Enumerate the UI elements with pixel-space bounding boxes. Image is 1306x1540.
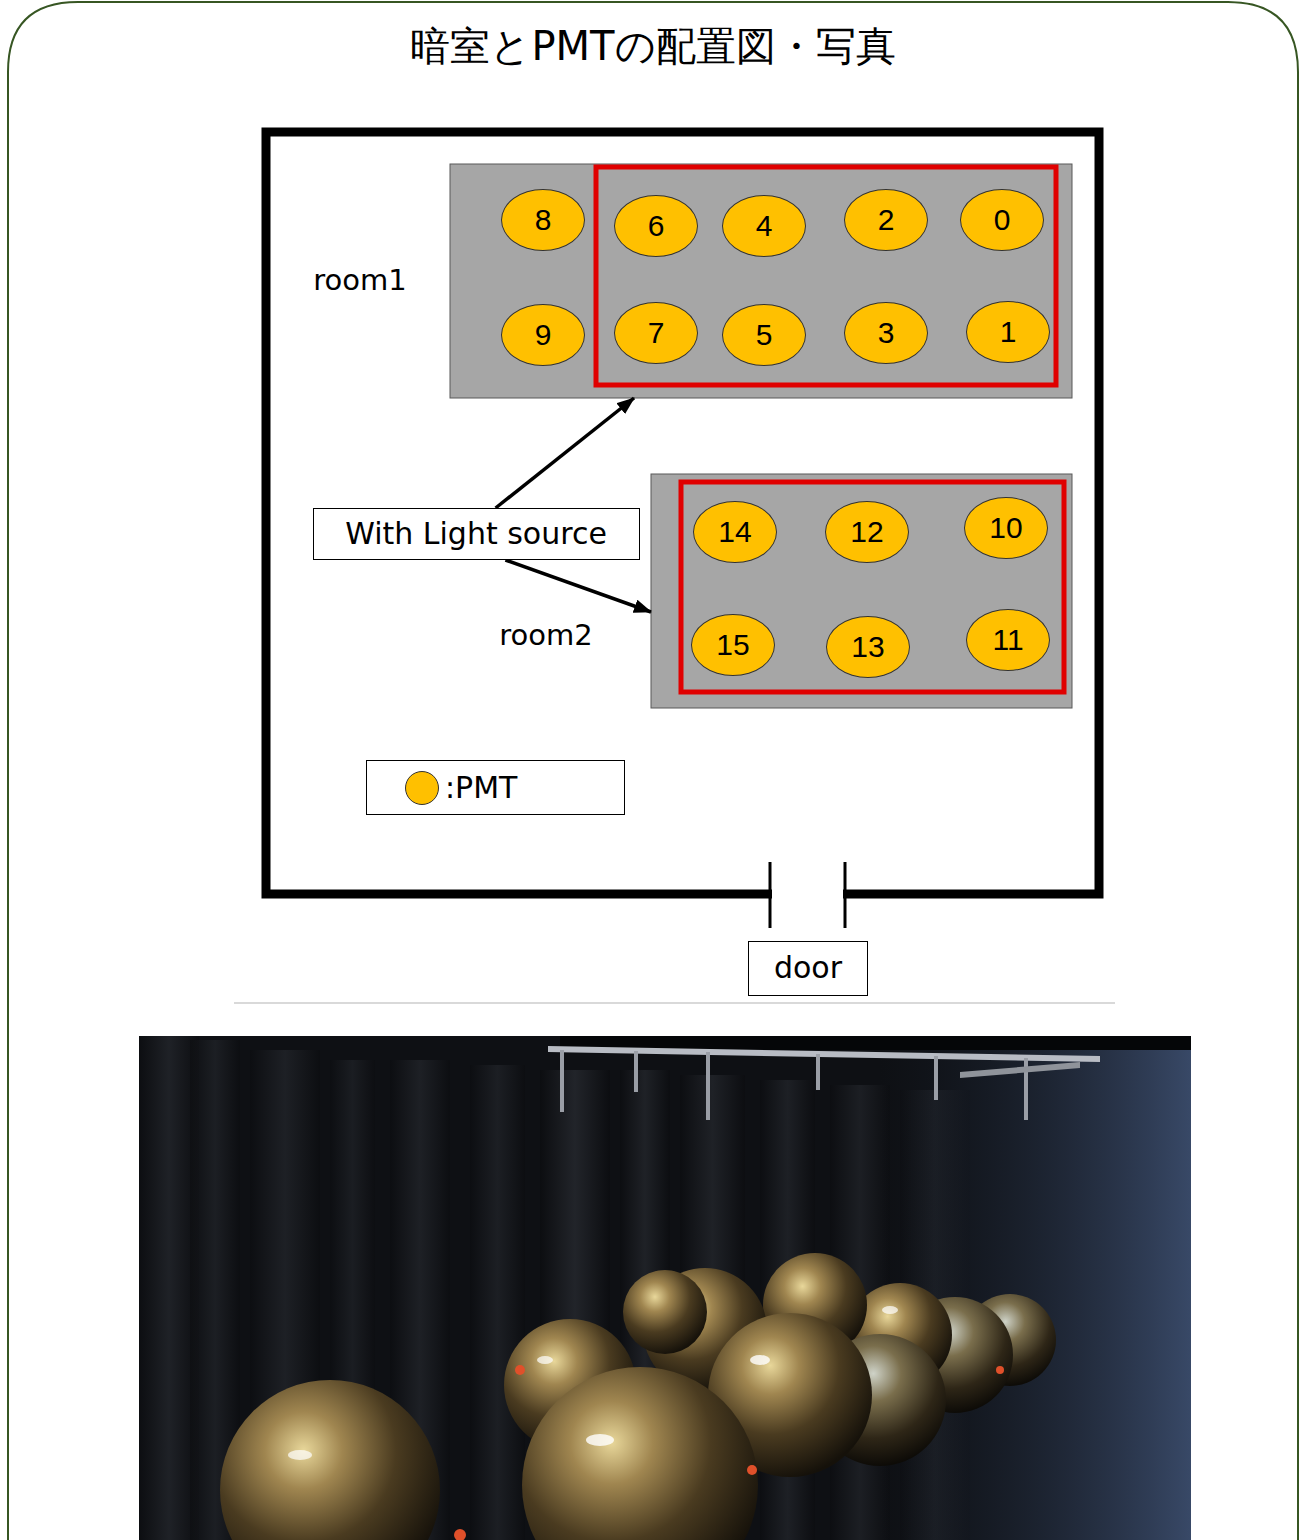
door-jamb <box>769 862 772 928</box>
room2-panel <box>651 474 1072 708</box>
pmt-number: 8 <box>535 205 552 235</box>
pmt-number: 2 <box>878 205 895 235</box>
pmt-number: 10 <box>989 513 1022 543</box>
pmt-circle: 6 <box>614 195 698 257</box>
pmt-circle: 2 <box>844 189 928 251</box>
pmt-circle: 8 <box>501 189 585 251</box>
light-source-frame <box>596 167 1056 385</box>
box-label: door <box>774 950 842 986</box>
pmt-number: 5 <box>756 320 773 350</box>
room-label: room1 <box>313 263 406 298</box>
pmt-circle: 5 <box>722 304 806 366</box>
legend-swatch <box>405 771 439 805</box>
legend-label: :PMT <box>445 770 517 806</box>
box-label: With Light source <box>345 516 607 552</box>
pmt-circle: 11 <box>966 609 1050 671</box>
pmt-number: 12 <box>850 517 883 547</box>
pmt-number: 13 <box>851 632 884 662</box>
dark-room-wall <box>266 132 1099 894</box>
pmt-number: 7 <box>648 318 665 348</box>
arrow-connector <box>496 398 634 508</box>
room1-panel <box>450 164 1072 398</box>
room-panel: room18642097531 <box>450 164 1072 398</box>
pmt-number: 14 <box>718 517 751 547</box>
pmt-circle: 4 <box>722 195 806 257</box>
pmt-number: 6 <box>648 211 665 241</box>
pmt-number: 9 <box>535 320 552 350</box>
pmt-number: 11 <box>992 625 1023 655</box>
door-gap <box>772 886 843 900</box>
legend-entry: :PMT <box>405 770 624 806</box>
pmt-circle: 12 <box>825 501 909 563</box>
pmt-circle: 3 <box>844 302 928 364</box>
pmt-circle: 7 <box>614 302 698 364</box>
darkroom-photo <box>139 1036 1191 1540</box>
room-panel: room2141210151311 <box>651 474 1072 708</box>
label-box: door <box>748 941 868 996</box>
page-title: 暗室とPMTの配置図・写真 <box>0 22 1306 70</box>
pmt-circle: 0 <box>960 189 1044 251</box>
pmt-circle: 9 <box>501 304 585 366</box>
label-box: With Light source <box>313 508 640 560</box>
pmt-number: 1 <box>1000 317 1017 347</box>
pmt-number: 15 <box>716 630 749 660</box>
pmt-circle: 15 <box>691 614 775 676</box>
pmt-number: 4 <box>756 211 773 241</box>
room-label: room2 <box>499 618 592 653</box>
separator <box>234 1002 1115 1004</box>
pmt-number: 3 <box>878 318 895 348</box>
legend-box: :PMT <box>366 760 625 815</box>
page-frame <box>8 2 1298 1540</box>
pmt-number: 0 <box>994 205 1011 235</box>
pmt-circle: 14 <box>693 501 777 563</box>
light-source-frame <box>681 482 1064 692</box>
pmt-circle: 1 <box>966 301 1050 363</box>
pmt-circle: 10 <box>964 497 1048 559</box>
pmt-circle: 13 <box>826 616 910 678</box>
arrow-connector <box>505 560 651 612</box>
door-jamb <box>844 862 847 928</box>
